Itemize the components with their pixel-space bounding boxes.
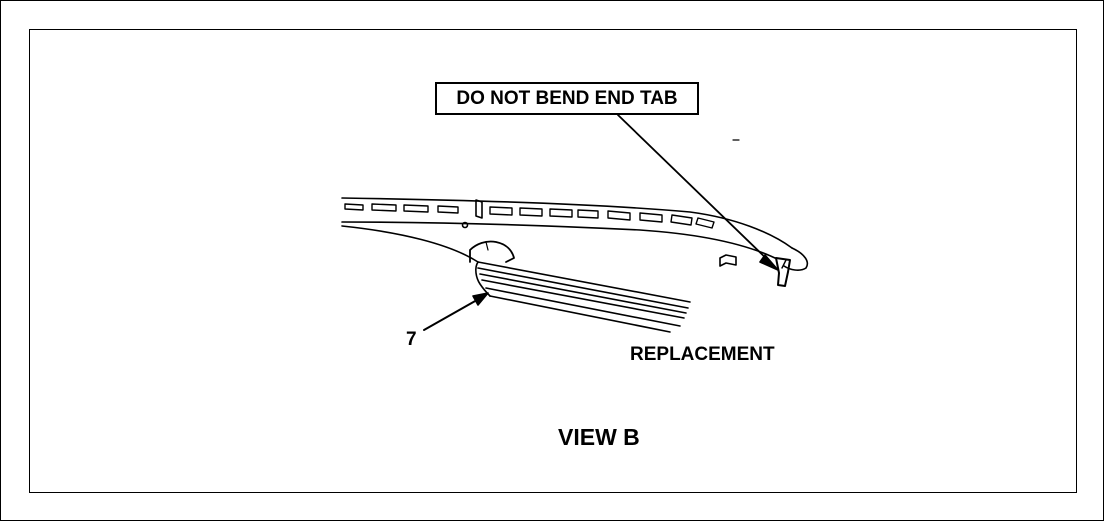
frame-rivet bbox=[461, 221, 469, 229]
replacement-refill bbox=[341, 225, 691, 333]
replacement-label: REPLACEMENT bbox=[630, 344, 775, 365]
wiper-frame-bottom-edge bbox=[341, 221, 776, 259]
frame-slots bbox=[344, 203, 715, 229]
end-tab bbox=[775, 257, 791, 287]
view-title: VIEW B bbox=[558, 424, 640, 450]
callout-leader bbox=[617, 114, 773, 265]
frame-claw bbox=[719, 254, 737, 267]
callout-arrowhead bbox=[759, 254, 779, 271]
frame-joint bbox=[475, 199, 483, 219]
warning-callout: DO NOT BEND END TAB bbox=[435, 82, 699, 115]
figure-border bbox=[29, 29, 1077, 493]
item-7-leader bbox=[423, 295, 485, 331]
wiper-frame-end bbox=[783, 247, 809, 271]
item-number-label: 7 bbox=[406, 329, 417, 350]
blade-claw bbox=[469, 240, 515, 263]
warning-callout-text: DO NOT BEND END TAB bbox=[456, 87, 678, 109]
wiper-frame-top-edge bbox=[341, 197, 793, 249]
item-7-arrowhead bbox=[472, 292, 489, 306]
